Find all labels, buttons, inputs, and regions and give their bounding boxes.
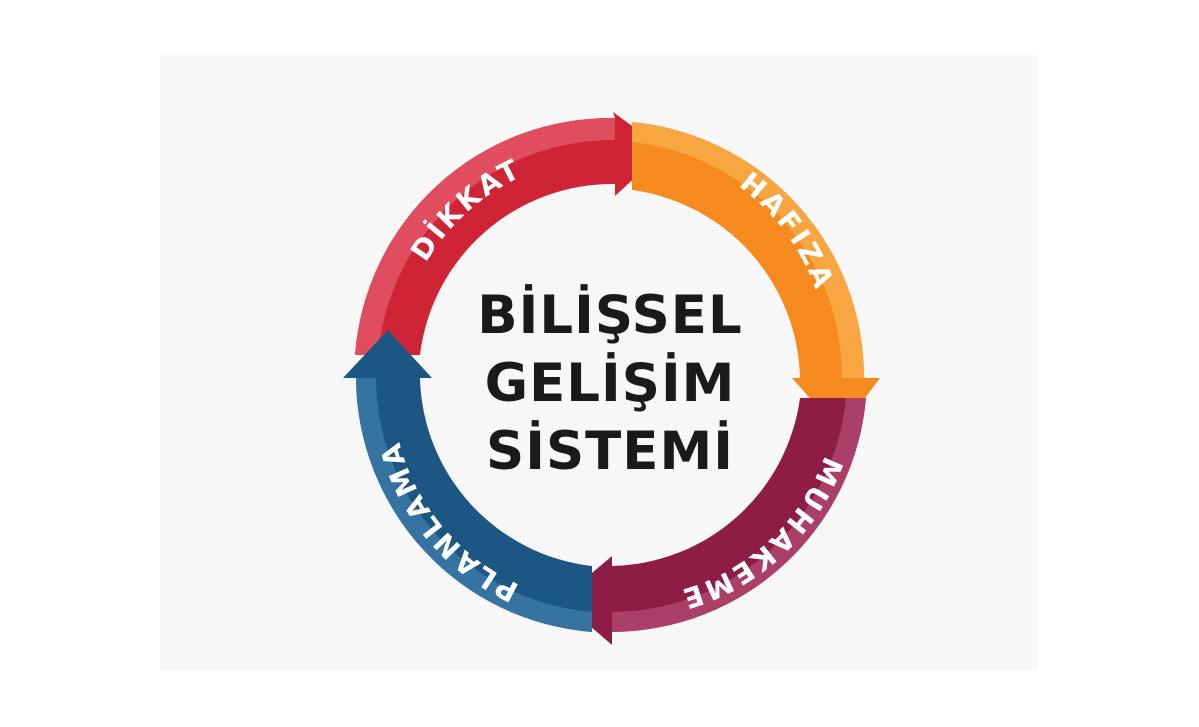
center-title: BİLİŞSEL GELİŞİM SİSTEMİ	[410, 282, 810, 486]
segment-dikkat: DİKKAT	[355, 112, 665, 355]
center-title-line-1: BİLİŞSEL	[477, 285, 743, 346]
segment-dikkat-arrow	[355, 112, 665, 355]
center-title-line-3: SİSTEMİ	[486, 421, 734, 482]
segment-hafiza-arrow	[632, 122, 880, 432]
center-title-line-2: GELİŞİM	[484, 353, 736, 414]
segment-planlama-arrow	[343, 330, 592, 632]
segment-muhakeme-arrow	[560, 398, 866, 645]
